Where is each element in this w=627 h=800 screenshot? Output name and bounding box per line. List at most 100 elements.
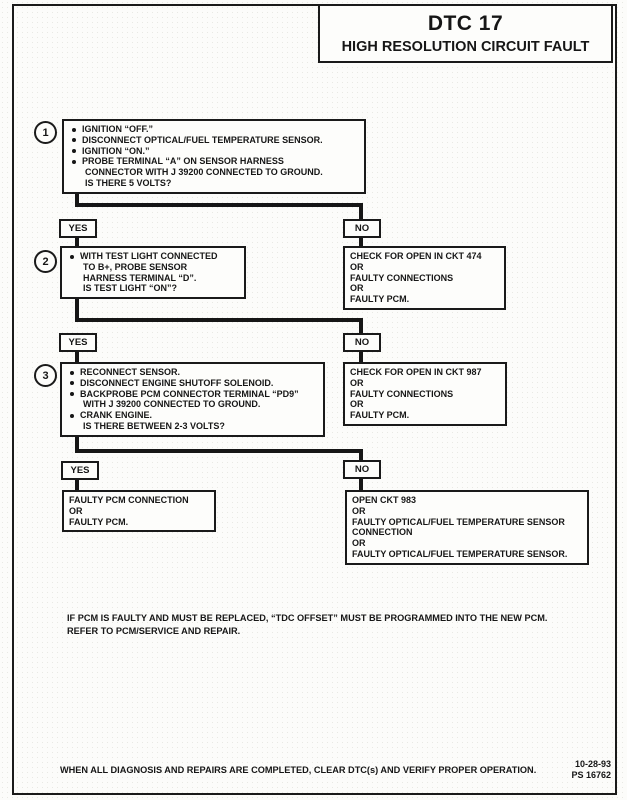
no2-line: CHECK FOR OPEN IN CKT 987 — [350, 367, 482, 377]
connector-line — [359, 449, 363, 461]
yes-text: YES — [70, 465, 90, 476]
note-line: REFER TO PCM/SERVICE AND REPAIR. — [67, 626, 241, 636]
step3-line: RECONNECT SENSOR. — [80, 367, 181, 377]
bullet-icon — [70, 381, 74, 386]
connector-line — [75, 238, 79, 248]
no2-result-box: CHECK FOR OPEN IN CKT 987 OR FAULTY CONN… — [343, 362, 507, 426]
step3-line: DISCONNECT ENGINE SHUTOFF SOLENOID. — [80, 377, 274, 388]
connector-line — [75, 352, 79, 362]
yes-final-line: OR — [69, 505, 83, 516]
page-border-frame — [12, 4, 617, 795]
no2-line: FAULTY CONNECTIONS — [350, 388, 454, 399]
step2-box: WITH TEST LIGHT CONNECTED TO B+, PROBE S… — [60, 246, 246, 300]
no1-line: FAULTY PCM. — [350, 294, 410, 305]
bullet-icon — [70, 413, 74, 418]
step1-line: IGNITION “OFF.” — [82, 124, 153, 134]
connector-line — [359, 352, 363, 362]
connector-line — [75, 449, 363, 453]
footer-doc-number: PS 16762 — [571, 770, 611, 780]
connector-line — [75, 191, 79, 207]
connector-line — [359, 479, 363, 490]
no1-line: FAULTY CONNECTIONS — [350, 272, 454, 283]
page-subtitle: HIGH RESOLUTION CIRCUIT FAULT — [341, 39, 590, 55]
step-number-badge: 2 — [34, 250, 57, 273]
note-line: IF PCM IS FAULTY AND MUST BE REPLACED, “… — [67, 613, 548, 623]
step1-line: IS THERE 5 VOLTS? — [85, 177, 172, 188]
step-number-badge: 1 — [34, 121, 57, 144]
yes-label: YES — [61, 461, 99, 480]
list-item: PROBE TERMINAL “A” ON SENSOR HARNESS — [69, 156, 359, 167]
yes-text: YES — [68, 223, 88, 234]
no3-line: OPEN CKT 983 — [352, 495, 417, 505]
no3-line: OR — [352, 538, 366, 549]
list-item: IGNITION “ON.” — [69, 146, 359, 157]
page-title: DTC 17 — [427, 12, 504, 35]
step3-line: IS THERE BETWEEN 2-3 VOLTS? — [83, 420, 225, 431]
step2-line: TO B+, PROBE SENSOR — [83, 261, 188, 272]
list-item: CRANK ENGINE. — [67, 410, 318, 421]
no3-line: FAULTY OPTICAL/FUEL TEMPERATURE SENSOR — [352, 516, 565, 527]
step1-line: PROBE TERMINAL “A” ON SENSOR HARNESS — [82, 156, 284, 167]
no2-line: OR — [350, 399, 364, 410]
footer-instruction: WHEN ALL DIAGNOSIS AND REPAIRS ARE COMPL… — [60, 765, 537, 775]
bullet-icon — [72, 138, 76, 143]
no2-line: OR — [350, 377, 364, 388]
step-number-badge: 3 — [34, 364, 57, 387]
step3-line: BACKPROBE PCM CONNECTOR TERMINAL “PD9” — [80, 388, 299, 399]
no-text: NO — [354, 464, 370, 475]
no3-line: OR — [352, 505, 366, 516]
no-label: NO — [343, 219, 381, 238]
no1-line: CHECK FOR OPEN IN CKT 474 — [350, 251, 482, 261]
step1-line: CONNECTOR WITH J 39200 CONNECTED TO GROU… — [85, 167, 323, 178]
bullet-icon — [72, 149, 76, 154]
bullet-icon — [70, 392, 74, 397]
step-number: 2 — [42, 255, 49, 268]
step2-line: IS TEST LIGHT “ON”? — [83, 283, 177, 294]
title-box: DTC 17 HIGH RESOLUTION CIRCUIT FAULT — [318, 4, 613, 63]
no-label: NO — [343, 460, 381, 479]
connector-line — [75, 436, 79, 453]
no1-result-box: CHECK FOR OPEN IN CKT 474 OR FAULTY CONN… — [343, 246, 506, 310]
connector-line — [359, 238, 363, 248]
bullet-icon — [72, 159, 76, 164]
yes-label: YES — [59, 219, 97, 238]
step-number: 3 — [42, 369, 49, 382]
connector-line — [75, 318, 363, 322]
pcm-replacement-note: IF PCM IS FAULTY AND MUST BE REPLACED, “… — [67, 612, 547, 638]
list-item: DISCONNECT ENGINE SHUTOFF SOLENOID. — [67, 378, 318, 389]
step3-line: WITH J 39200 CONNECTED TO GROUND. — [83, 399, 261, 410]
bullet-icon — [70, 370, 74, 375]
connector-line — [359, 203, 363, 221]
no2-line: FAULTY PCM. — [350, 410, 410, 421]
step2-line: HARNESS TERMINAL “D”. — [83, 272, 197, 283]
bullet-icon — [72, 127, 76, 132]
step3-line: CRANK ENGINE. — [80, 410, 153, 421]
list-item: DISCONNECT OPTICAL/FUEL TEMPERATURE SENS… — [69, 135, 359, 146]
list-item: BACKPROBE PCM CONNECTOR TERMINAL “PD9” — [67, 389, 318, 400]
yes-text: YES — [68, 337, 88, 348]
list-item: RECONNECT SENSOR. — [67, 367, 318, 378]
step1-line: IGNITION “ON.” — [82, 145, 150, 156]
list-item: WITH TEST LIGHT CONNECTED — [67, 251, 239, 262]
no3-line: FAULTY OPTICAL/FUEL TEMPERATURE SENSOR. — [352, 548, 568, 559]
no-text: NO — [354, 337, 370, 348]
no-text: NO — [354, 223, 370, 234]
connector-line — [75, 480, 79, 490]
footer-doc-info: 10-28-93 PS 16762 — [571, 759, 611, 781]
connector-line — [75, 299, 79, 322]
no3-result-box: OPEN CKT 983 OR FAULTY OPTICAL/FUEL TEMP… — [345, 490, 589, 565]
connector-line — [359, 318, 363, 335]
no-label: NO — [343, 333, 381, 352]
no1-line: OR — [350, 261, 364, 272]
step1-line: DISCONNECT OPTICAL/FUEL TEMPERATURE SENS… — [82, 134, 323, 145]
yes-final-line: FAULTY PCM. — [69, 516, 129, 527]
connector-line — [75, 203, 363, 207]
list-item: IGNITION “OFF.” — [69, 124, 359, 135]
no3-line: CONNECTION — [352, 527, 413, 538]
bullet-icon — [70, 254, 74, 259]
step-number: 1 — [42, 126, 49, 139]
no1-line: OR — [350, 283, 364, 294]
step1-box: IGNITION “OFF.” DISCONNECT OPTICAL/FUEL … — [62, 119, 366, 194]
footer-date: 10-28-93 — [574, 759, 611, 769]
